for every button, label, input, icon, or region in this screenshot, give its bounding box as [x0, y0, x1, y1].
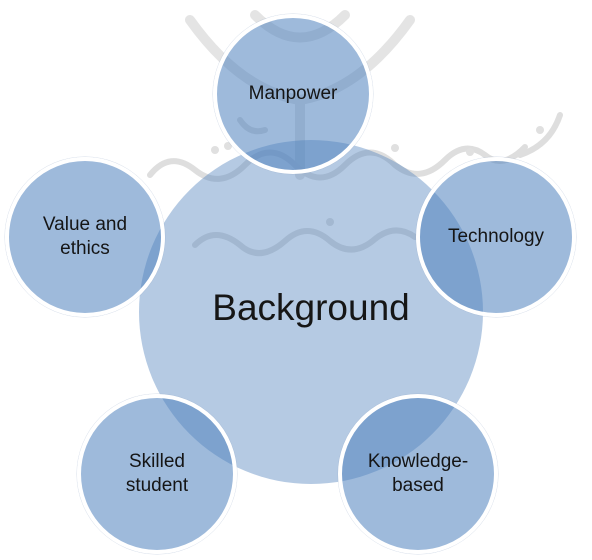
center-label: Background — [212, 287, 410, 328]
satellite-manpower: Manpower — [213, 14, 373, 174]
satellite-label-manpower: Manpower — [248, 83, 338, 104]
satellite-knowledge-based: Knowledge- based — [338, 394, 498, 554]
satellite-value-and-ethics: Value and ethics — [5, 157, 165, 317]
satellite-label-technology: Technology — [447, 226, 545, 247]
satellite-label-knowledge-based: Knowledge- based — [367, 451, 469, 496]
satellite-technology: Technology — [416, 157, 576, 317]
satellite-label-value-and-ethics: Value and ethics — [42, 214, 128, 259]
satellite-label-skilled-student: Skilled student — [125, 451, 189, 496]
satellite-skilled-student: Skilled student — [77, 394, 237, 554]
